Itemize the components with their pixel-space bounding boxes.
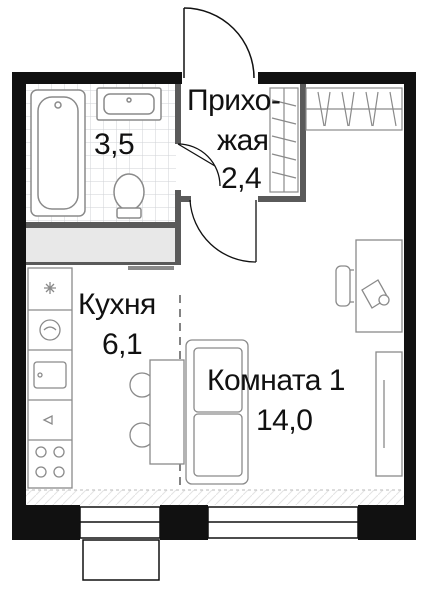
windows [79,506,359,539]
room1-name: Комната 1 [207,364,346,397]
hallway-name-line1: Прихо- [187,84,281,117]
dining-table [129,359,185,465]
desk [335,239,403,333]
wardrobe [375,351,403,477]
sink [96,87,162,121]
kitchen-area: 6,1 [102,328,143,361]
kitchen-name: Кухня [78,288,156,321]
bathroom-area: 3,5 [94,128,135,161]
room-door[interactable] [189,199,257,263]
outer-walls [12,72,416,540]
toilet [113,173,145,219]
balcony-strip [26,490,404,505]
hallway-area: 2,4 [221,162,262,195]
balcony-box [82,539,160,581]
room1-area: 14,0 [256,404,313,437]
bathtub [30,89,86,217]
entrance-door[interactable] [183,7,255,79]
kitchen-counter [27,267,73,489]
corridor-item [128,266,174,270]
sofa [185,339,249,485]
partitions [26,84,306,265]
hallway-name-line2: жая [217,124,269,157]
closet [269,87,403,193]
bathroom-door[interactable] [177,143,221,187]
